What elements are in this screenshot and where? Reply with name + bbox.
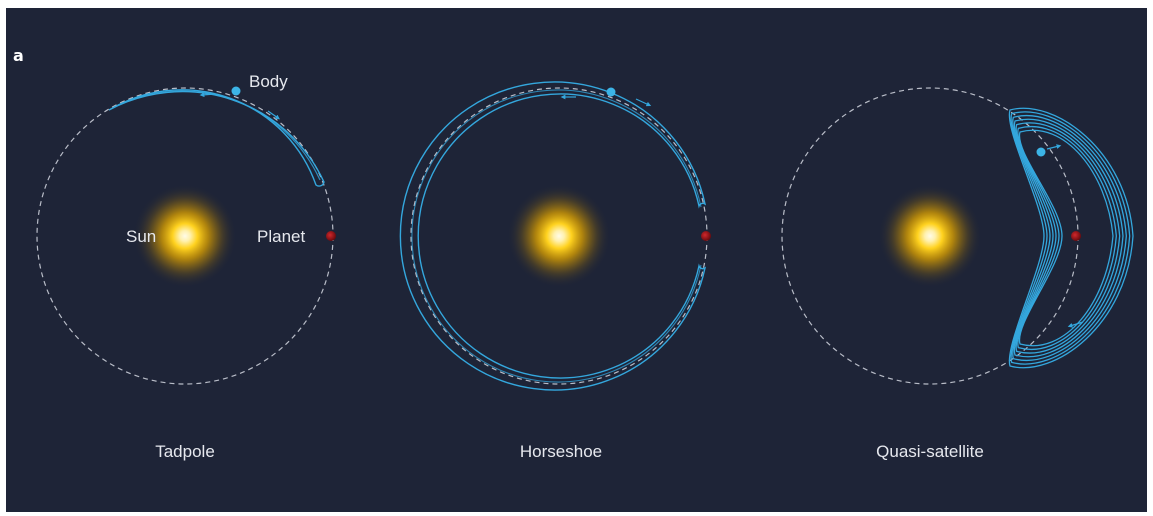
- trajectory-loop: [1015, 122, 1121, 354]
- trajectory-arrow: [635, 98, 652, 107]
- sun-label: Sun: [126, 227, 156, 246]
- body-label: Body: [249, 72, 288, 91]
- tadpole-caption: Tadpole: [155, 442, 215, 461]
- trajectory-arrow: [1067, 321, 1084, 328]
- panel-letter: a: [13, 46, 24, 65]
- trajectory-arrow: [1046, 144, 1062, 150]
- quasi-satellite-caption: Quasi-satellite: [876, 442, 984, 461]
- sun-icon: [133, 184, 237, 288]
- trajectory-path: [399, 81, 707, 391]
- body-icon: [231, 86, 241, 96]
- horseshoe-panel: Horseshoe: [399, 81, 711, 461]
- trajectory-loop: [1018, 129, 1114, 347]
- planet-label: Planet: [257, 227, 305, 246]
- trajectory-loop: [1010, 111, 1131, 365]
- trajectory-loop: [1013, 118, 1124, 358]
- trajectory-path-inner: [113, 90, 321, 181]
- planet-icon: [1071, 231, 1081, 241]
- trajectory-loop: [1008, 107, 1134, 369]
- trajectory-path: [1008, 107, 1134, 369]
- trajectory-arrow: [267, 110, 280, 120]
- trajectory-arrow: [199, 92, 216, 98]
- body-icon: [606, 87, 616, 97]
- quasi-satellite-panel: Quasi-satellite: [781, 87, 1134, 461]
- horseshoe-caption: Horseshoe: [520, 442, 602, 461]
- sun-icon: [878, 184, 982, 288]
- trajectory-path-inner: [411, 89, 702, 383]
- trajectory-loop: [1017, 126, 1117, 350]
- orbit-diagram: a Sun Planet Body Tadpole: [13, 46, 1134, 461]
- planet-icon: [326, 231, 336, 241]
- planet-icon: [701, 231, 711, 241]
- figure-panel: a Sun Planet Body Tadpole: [6, 8, 1147, 512]
- trajectory-loop: [1012, 115, 1127, 361]
- sun-icon: [507, 184, 611, 288]
- tadpole-panel: Sun Planet Body Tadpole: [36, 72, 336, 461]
- body-icon: [1036, 147, 1046, 157]
